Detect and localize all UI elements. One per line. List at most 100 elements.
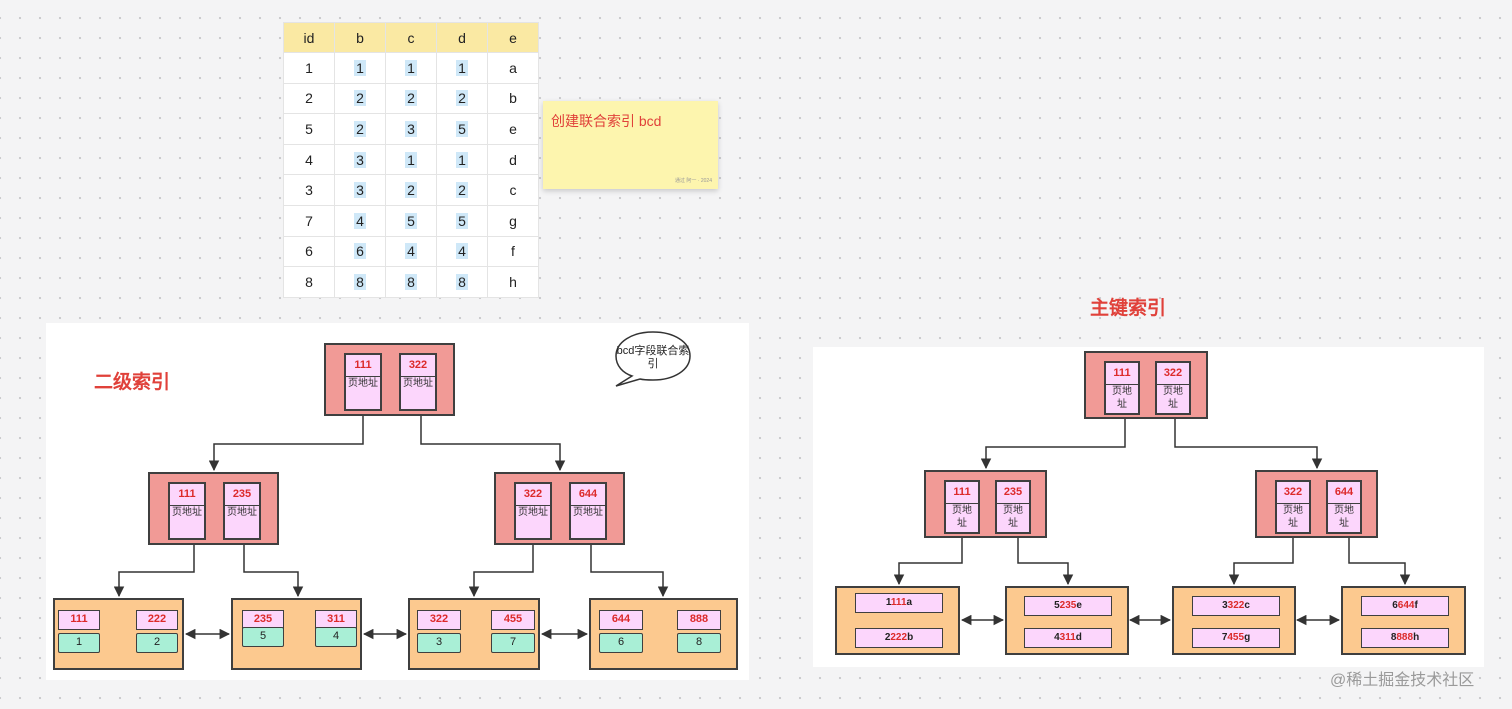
leaf-node[interactable]: 111 1 222 2 [53,598,184,670]
key-value: 322 [1157,363,1189,385]
key-cell: 235 页地址 [995,480,1031,534]
leaf-node[interactable]: 235 5 311 4 [231,598,362,670]
key-value: 322 [401,355,435,377]
key-value: 111 [946,482,978,504]
sticky-note-meta: 通过 阿一 · 2024 [675,178,712,184]
inner-node[interactable]: 322 页地址 644 页地址 [494,472,625,545]
key-cell: 322 页地址 [514,482,552,540]
cell-value: 3 [354,151,366,168]
cell-value: 1 [456,151,468,168]
secondary-index-title: 二级索引 [94,372,171,393]
key-value: 235 [225,484,259,506]
table-cell: c [487,174,539,206]
record-key: 888 [1396,632,1414,643]
page-address: 页地址 [573,507,603,518]
cell-value: 5 [456,212,468,229]
table-cell: e [487,113,539,145]
column-header: c [385,22,437,53]
table-cell: 3 [334,143,386,176]
inner-node[interactable]: 322 页地址 644 页地址 [1255,470,1378,538]
sticky-note[interactable]: 创建联合索引 bcd 通过 阿一 · 2024 [543,101,718,189]
inner-node[interactable]: 111 页地址 235 页地址 [924,470,1047,538]
leaf-node[interactable]: 6644f 8888h [1341,586,1466,655]
cell-value: 1 [405,151,417,168]
leaf-rowid: 5 [242,627,284,647]
table-cell: 2 [334,82,386,115]
root-node[interactable]: 111 页地址 322 页地址 [324,343,455,416]
leaf-record: 6644f [1361,596,1449,616]
record-id: 7 [1221,632,1228,643]
table-cell: 5 [436,113,488,145]
table-cell: 2 [436,82,488,115]
leaf-rowid: 6 [599,633,643,653]
leaf-node[interactable]: 1111a 2222b [835,586,960,655]
cell-value: 3 [405,120,417,137]
key-value: 111 [1106,363,1138,385]
record-id: 1 [885,597,891,608]
record-key: 455 [1227,632,1245,643]
cell-value: 1 [405,59,417,76]
key-cell: 322 页地址 [1155,361,1191,415]
table-cell: f [487,235,539,268]
table-cell: 5 [283,113,335,145]
table-cell: 5 [436,204,488,237]
cell-value: 4 [354,212,366,229]
root-node[interactable]: 111 页地址 322 页地址 [1084,351,1208,419]
key-cell: 235 页地址 [223,482,261,540]
page-address: 页地址 [1163,386,1183,410]
table-cell: 3 [334,174,386,206]
page-address: 页地址 [1112,386,1132,410]
cell-value: 3 [354,182,366,199]
leaf-node[interactable]: 5235e 4311d [1005,586,1129,655]
leaf-rowid: 2 [136,633,178,653]
key-cell: 322 页地址 [1275,480,1311,534]
table-cell: 6 [283,235,335,268]
inner-node[interactable]: 111 页地址 235 页地址 [148,472,279,545]
leaf-key: 311 [315,610,357,630]
leaf-rowid: 8 [677,633,721,653]
record-value: g [1244,632,1251,643]
leaf-record: 4311d [1024,628,1112,648]
cell-value: 8 [456,273,468,290]
key-value: 644 [571,484,605,506]
cell-value: 4 [456,243,468,260]
table-cell: 1 [436,143,488,176]
table-cell: 2 [283,82,335,115]
leaf-key: 888 [677,610,721,630]
table-cell: 8 [334,266,386,298]
leaf-record: 1111a [855,593,943,613]
page-address: 页地址 [952,505,972,529]
leaf-node[interactable]: 644 6 888 8 [589,598,738,670]
key-cell: 111 页地址 [168,482,206,540]
leaf-node[interactable]: 3322c 7455g [1172,586,1296,655]
leaf-node[interactable]: 322 3 455 7 [408,598,540,670]
key-cell: 111 页地址 [344,353,382,411]
table-cell: 4 [334,204,386,237]
page-address: 页地址 [1003,505,1023,529]
cell-value: 2 [354,90,366,107]
table-cell: 6 [334,235,386,268]
record-key: 222 [890,632,908,643]
record-key: 322 [1227,600,1245,611]
key-cell: 322 页地址 [399,353,437,411]
table-cell: 1 [283,52,335,84]
key-value: 235 [997,482,1029,504]
key-cell: 644 页地址 [569,482,607,540]
cell-value: 2 [456,90,468,107]
table-cell: 4 [436,235,488,268]
page-address: 页地址 [227,507,257,518]
leaf-key: 322 [417,610,461,630]
leaf-record: 8888h [1361,628,1449,648]
leaf-record: 5235e [1024,596,1112,616]
key-value: 111 [170,484,204,506]
table-cell: 7 [283,204,335,237]
leaf-rowid: 3 [417,633,461,653]
leaf-record: 7455g [1192,628,1280,648]
key-value: 322 [516,484,550,506]
sticky-note-text: 创建联合索引 bcd [551,113,662,129]
record-id: 5 [1054,600,1060,611]
record-value: c [1244,600,1250,611]
table-cell: 5 [385,204,437,237]
